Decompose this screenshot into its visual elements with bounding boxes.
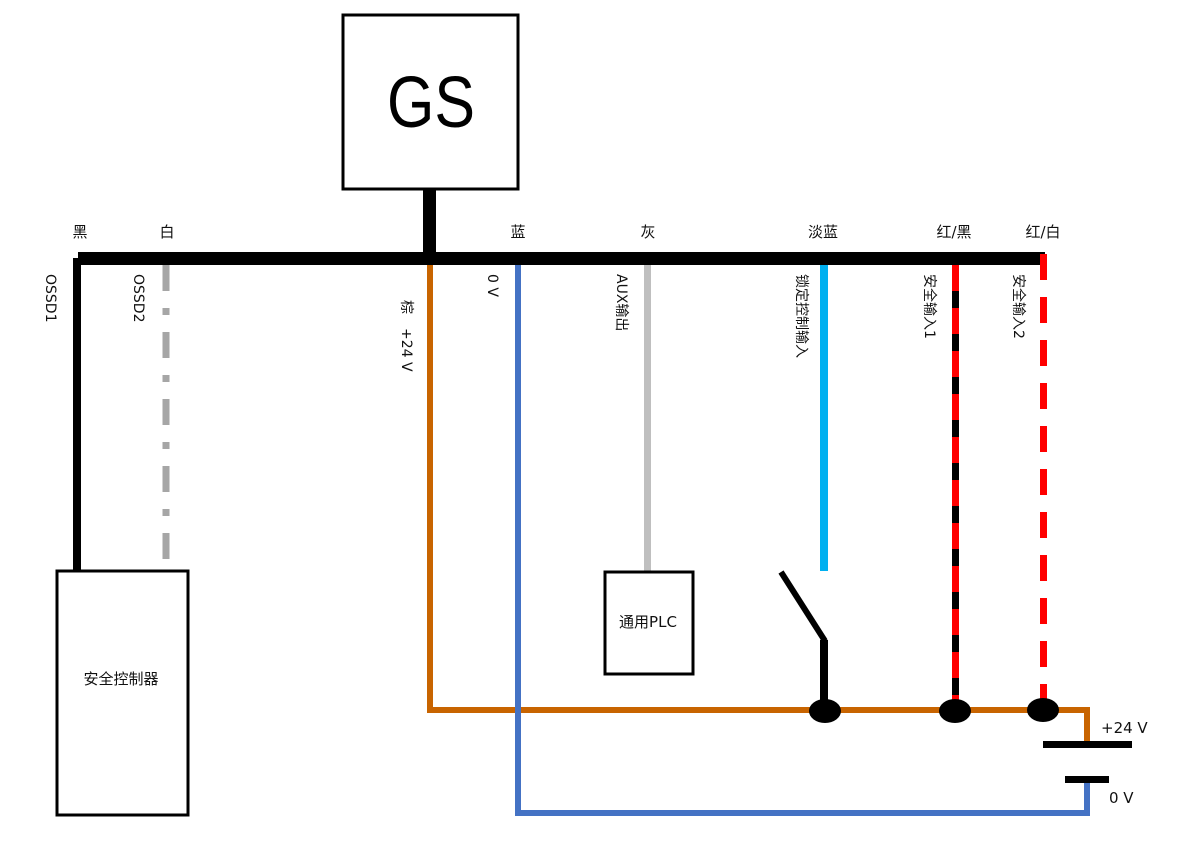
gs-device: GS <box>341 13 520 191</box>
wire-color-white-label: 白 <box>159 223 174 241</box>
gs-device-box <box>341 13 520 191</box>
safety-controller-label: 安全控制器 <box>83 670 158 688</box>
aux-output-label: AUX输出 <box>613 274 629 331</box>
brown-24v-label: 棕 +24 V <box>398 300 414 372</box>
wire-color-black-label: 黑 <box>72 223 87 241</box>
plc-label: 通用PLC <box>619 613 677 631</box>
wire-blue-0v <box>515 265 1090 816</box>
junction-dot-switch <box>809 699 841 723</box>
wire-color-light-blue-label: 淡蓝 <box>808 223 838 241</box>
junction-dot-safety-1 <box>939 699 971 723</box>
safety-input-2-label: 安全输入2 <box>1010 274 1027 339</box>
lock-control-input-label: 锁定控制输入 <box>793 274 809 358</box>
plc-box <box>603 570 695 676</box>
gs-device-label: GS <box>387 63 475 143</box>
switch-stem <box>820 640 828 712</box>
safety-controller: 安全控制器 <box>55 569 190 817</box>
wire-color-blue-label: 蓝 <box>510 223 525 241</box>
lock-switch <box>778 570 841 723</box>
power-negative-label: 0 V <box>1109 789 1134 807</box>
zero-v-label: 0 V <box>484 274 500 297</box>
power-plate-positive <box>1043 741 1132 748</box>
safety-input-1-label: 安全输入1 <box>921 274 938 339</box>
gs-cable-stem <box>423 189 436 255</box>
power-plate-negative <box>1065 776 1109 783</box>
wire-ossd1-black <box>73 258 81 572</box>
wire-color-gray-label: 灰 <box>640 223 655 241</box>
wire-light-blue-lock <box>820 265 828 571</box>
ossd1-label: OSSD1 <box>42 274 58 322</box>
safety-controller-box <box>55 569 190 817</box>
wire-brown-24v <box>427 265 1090 745</box>
power-positive-label: +24 V <box>1101 719 1148 737</box>
ossd2-label: OSSD2 <box>130 274 146 322</box>
wire-color-red-black-label: 红/黑 <box>936 223 971 241</box>
wire-gray-aux <box>644 265 651 572</box>
plc-device: 通用PLC <box>603 570 695 676</box>
switch-lever <box>778 570 828 643</box>
junction-dot-safety-2 <box>1027 698 1059 722</box>
power-supply: +24 V 0 V <box>1043 719 1148 807</box>
wire-color-red-white-label: 红/白 <box>1025 223 1060 241</box>
cable-bus <box>78 252 1045 265</box>
